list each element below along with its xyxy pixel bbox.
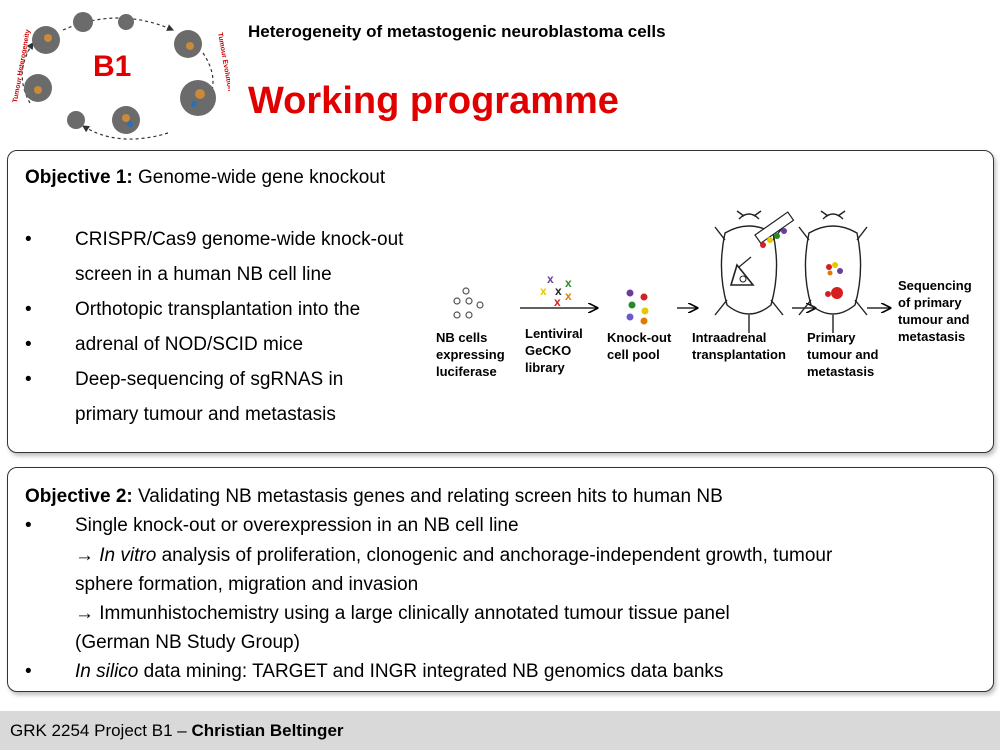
project-logo: Tumour Heterogeneity Tumour Evolution	[8, 8, 233, 143]
logo-cycle-graphic: Tumour Heterogeneity Tumour Evolution	[12, 12, 233, 140]
objective1-panel: Objective 1: Genome-wide gene knockout •…	[7, 150, 994, 453]
nb-cells-icon	[453, 287, 484, 319]
footer-text: GRK 2254 Project B1 – Christian Beltinge…	[10, 721, 344, 740]
objective2-panel: Objective 2: Validating NB metastasis ge…	[7, 467, 994, 692]
footer-bar: GRK 2254 Project B1 – Christian Beltinge…	[0, 711, 1000, 750]
workflow-graphic: x x x x x x	[453, 210, 990, 333]
logo-label: B1	[93, 50, 132, 83]
page-title: Working programme	[248, 80, 619, 122]
syringe-icon	[738, 211, 795, 268]
objective2-invitro-line: → In vitro analysis of proliferation, cl…	[75, 545, 833, 566]
workflow-diagram: x x x x x x	[425, 205, 990, 395]
knockout-pool-icon	[626, 289, 649, 325]
svg-text:x: x	[565, 276, 572, 290]
objective2-ihc-line-continued: (German NB Study Group)	[75, 632, 300, 653]
svg-text:x: x	[540, 284, 547, 298]
tumour-spots-icon	[825, 262, 843, 299]
mouse-tumour-icon	[798, 210, 868, 333]
page-subtitle: Heterogeneity of metastogenic neuroblast…	[248, 22, 666, 41]
gecko-library-icon: x x x x x x	[540, 272, 572, 309]
objective1-heading: Objective 1: Genome-wide gene knockout	[25, 167, 386, 188]
svg-text:x: x	[547, 272, 554, 286]
svg-text:x: x	[565, 289, 572, 303]
objective2-ihc-line: → Immunhistochemistry using a large clin…	[75, 603, 730, 624]
objective2-heading: Objective 2: Validating NB metastasis ge…	[25, 486, 723, 507]
objective2-invitro-line-continued: sphere formation, migration and invasion	[75, 574, 419, 595]
svg-text:x: x	[555, 284, 562, 298]
svg-text:x: x	[554, 295, 561, 309]
svg-text:Tumour Evolution: Tumour Evolution	[216, 32, 230, 92]
